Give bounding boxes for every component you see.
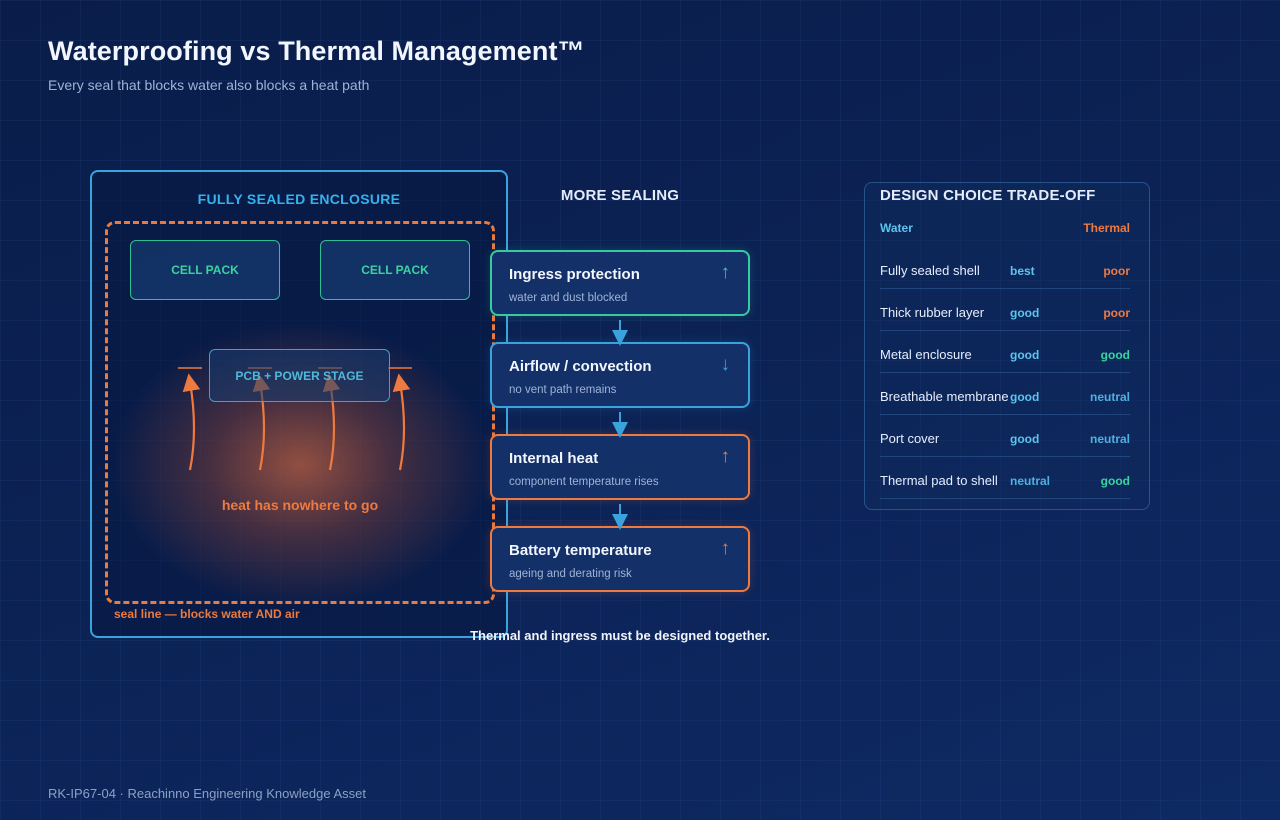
water-rating: best: [1010, 264, 1035, 278]
table-row: Thermal pad to shell neutral good: [880, 468, 1130, 499]
thermal-rating: neutral: [1089, 432, 1130, 446]
step-sub: no vent path remains: [509, 384, 617, 396]
water-rating: neutral: [1010, 474, 1051, 488]
step-sub: ageing and derating risk: [509, 568, 632, 580]
up-arrow-icon: ↑: [720, 538, 731, 559]
row-name: Breathable membrane: [880, 389, 1009, 404]
water-rating: good: [1010, 348, 1040, 362]
design-note: Thermal and ingress must be designed tog…: [470, 628, 770, 643]
down-arrow-icon: ↓: [720, 354, 731, 375]
chain-title: MORE SEALING: [560, 187, 680, 204]
heat-caption: heat has nowhere to go: [221, 497, 379, 513]
table-row: Thick rubber layer good poor: [880, 300, 1130, 331]
page-subtitle: Every seal that blocks water also blocks…: [48, 77, 370, 93]
heat-arrow-4: [392, 373, 411, 471]
thermal-rating: poor: [1103, 264, 1130, 278]
footer-reference: RK-IP67-04 · Reachinno Engineering Knowl…: [48, 786, 366, 801]
water-rating: good: [1010, 432, 1040, 446]
water-rating: good: [1010, 306, 1040, 320]
row-name: Thermal pad to shell: [880, 473, 998, 488]
up-arrow-icon: ↑: [720, 262, 731, 283]
column-header-water: Water: [880, 221, 913, 235]
tradeoff-title: DESIGN CHOICE TRADE-OFF: [880, 187, 1096, 204]
thermal-rating: good: [1100, 474, 1130, 488]
tradeoff-panel: [864, 182, 1150, 510]
thermal-rating: neutral: [1089, 390, 1130, 404]
row-name: Fully sealed shell: [880, 263, 980, 278]
step-label: Ingress protection: [509, 266, 640, 283]
page-title: Waterproofing vs Thermal Management™: [48, 36, 585, 66]
row-name: Port cover: [880, 431, 940, 446]
row-name: Thick rubber layer: [880, 305, 985, 320]
step-sub: component temperature rises: [509, 476, 659, 488]
thermal-rating: good: [1100, 348, 1130, 362]
seal-line: [105, 221, 495, 604]
pcb-power-stage: PCB + POWER STAGE: [209, 349, 390, 402]
table-row: Breathable membrane good neutral: [880, 384, 1130, 415]
up-arrow-icon: ↑: [720, 446, 731, 467]
heat-arrow-1: [182, 373, 201, 471]
step-label: Airflow / convection: [509, 358, 652, 375]
table-row: Fully sealed shell best poor: [880, 258, 1130, 289]
water-rating: good: [1010, 390, 1040, 404]
step-label: Internal heat: [509, 450, 599, 467]
seal-caption: seal line — blocks water AND air: [114, 607, 300, 621]
step-ingress-protection: Ingress protection water and dust blocke…: [490, 250, 750, 316]
table-row: Metal enclosure good good: [880, 342, 1130, 373]
thermal-rating: poor: [1103, 306, 1130, 320]
column-header-thermal: Thermal: [1083, 221, 1130, 235]
table-row: Port cover good neutral: [880, 426, 1130, 457]
cell-pack-left: CELL PACK: [130, 240, 280, 300]
row-name: Metal enclosure: [880, 347, 972, 362]
enclosure-title: FULLY SEALED ENCLOSURE: [197, 191, 401, 207]
step-battery-temperature: Battery temperature ageing and derating …: [490, 526, 750, 592]
step-sub: water and dust blocked: [509, 292, 628, 304]
cell-pack-right: CELL PACK: [320, 240, 470, 300]
step-label: Battery temperature: [509, 542, 652, 559]
